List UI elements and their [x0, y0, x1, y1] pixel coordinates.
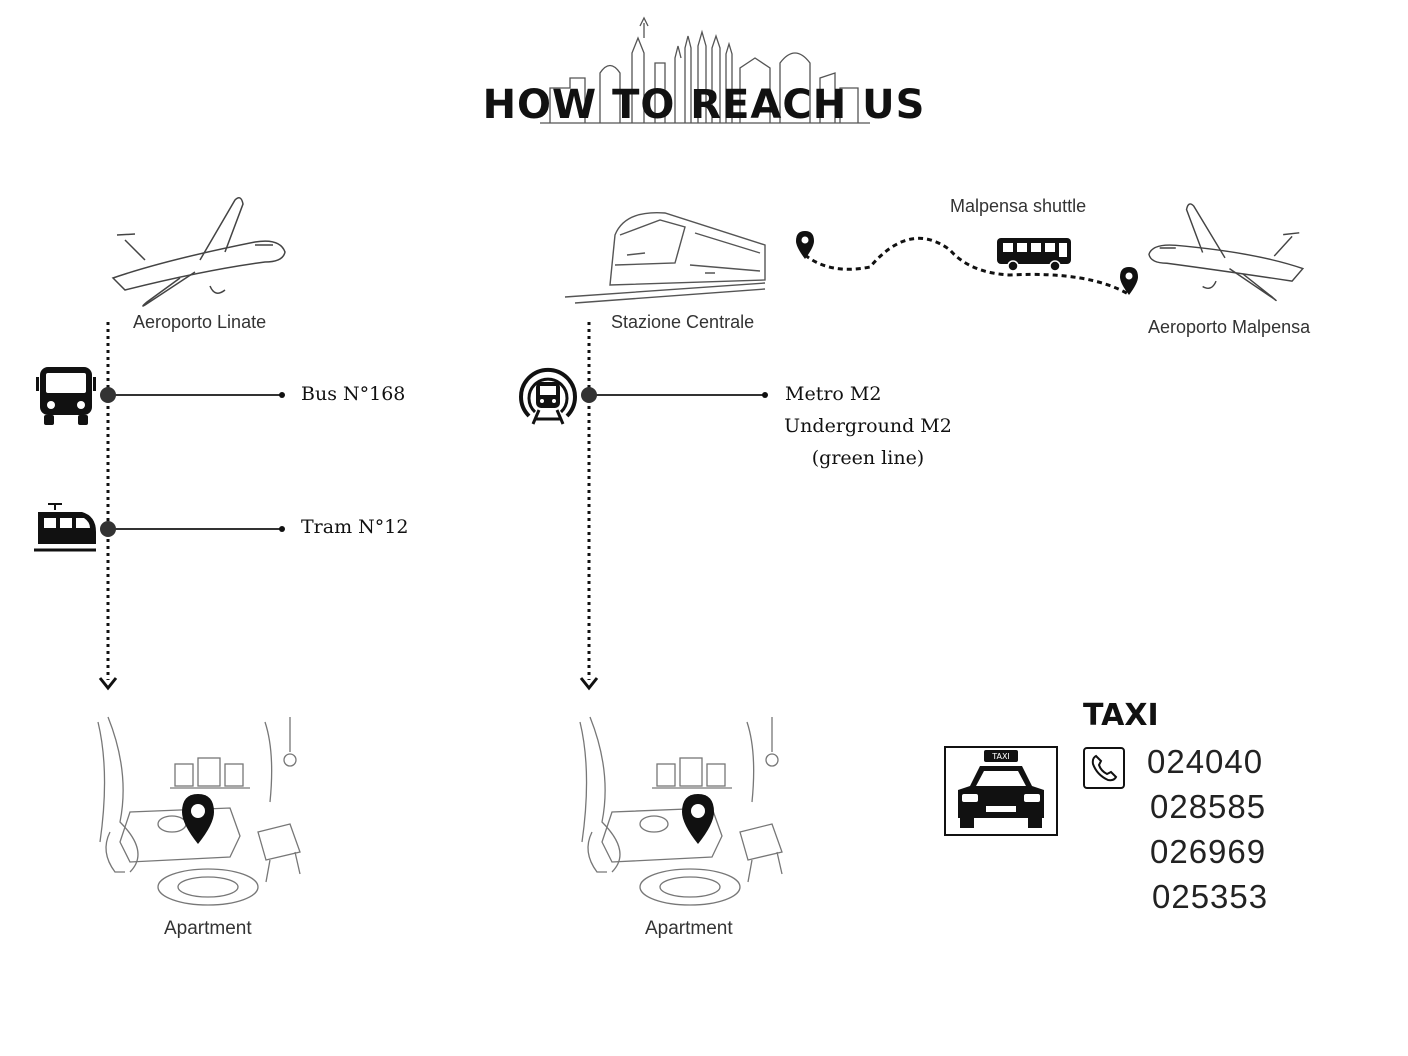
destination-label-linate: Apartment — [164, 918, 252, 939]
taxi-number[interactable]: 026969 — [1150, 833, 1267, 870]
phone-icon — [1083, 747, 1125, 789]
metro-icon — [519, 367, 577, 425]
milan-skyline-illustration — [540, 16, 870, 124]
taxi-car-icon: TAXI — [944, 746, 1058, 836]
step-label-metro-line2: Underground M2 — [784, 415, 952, 437]
shuttle-label: Malpensa shuttle — [950, 196, 1087, 216]
taxi-title: TAXI — [1083, 698, 1159, 733]
origin-label-malpensa: Aeroporto Malpensa — [1148, 317, 1311, 337]
bus-connector — [100, 387, 285, 403]
taxi-number[interactable]: 024040 — [1147, 743, 1264, 780]
metro-connector — [581, 387, 768, 403]
shuttle-route-path — [796, 231, 1138, 297]
step-label-metro: Metro M2 Underground M2 (green line) — [775, 378, 961, 474]
train-centrale-illustration — [564, 211, 766, 304]
taxi-number[interactable]: 025353 — [1152, 878, 1269, 915]
airplane-malpensa-icon — [1148, 203, 1305, 302]
tram-connector — [100, 521, 285, 537]
tram-icon — [34, 503, 96, 552]
route-line-centrale — [579, 322, 599, 691]
taxi-number[interactable]: 028585 — [1150, 788, 1267, 825]
destination-label-centrale: Apartment — [645, 918, 733, 939]
origin-label-linate: Aeroporto Linate — [133, 312, 267, 332]
step-label-tram: Tram N°12 — [301, 516, 409, 538]
bus-icon — [36, 367, 96, 425]
step-label-bus: Bus N°168 — [301, 383, 406, 405]
airplane-linate-icon — [111, 197, 286, 307]
step-label-metro-line1: Metro M2 — [785, 383, 882, 405]
apartment-illustration-linate — [97, 716, 301, 906]
route-line-linate — [98, 322, 118, 691]
shuttle-bus-icon — [997, 238, 1071, 272]
apartment-illustration-centrale — [579, 716, 783, 906]
origin-label-centrale: Stazione Centrale — [611, 312, 755, 332]
svg-text:TAXI: TAXI — [991, 752, 1010, 761]
step-label-metro-line3: (green line) — [811, 447, 925, 469]
page-title: HOW TO REACH US — [482, 82, 926, 128]
